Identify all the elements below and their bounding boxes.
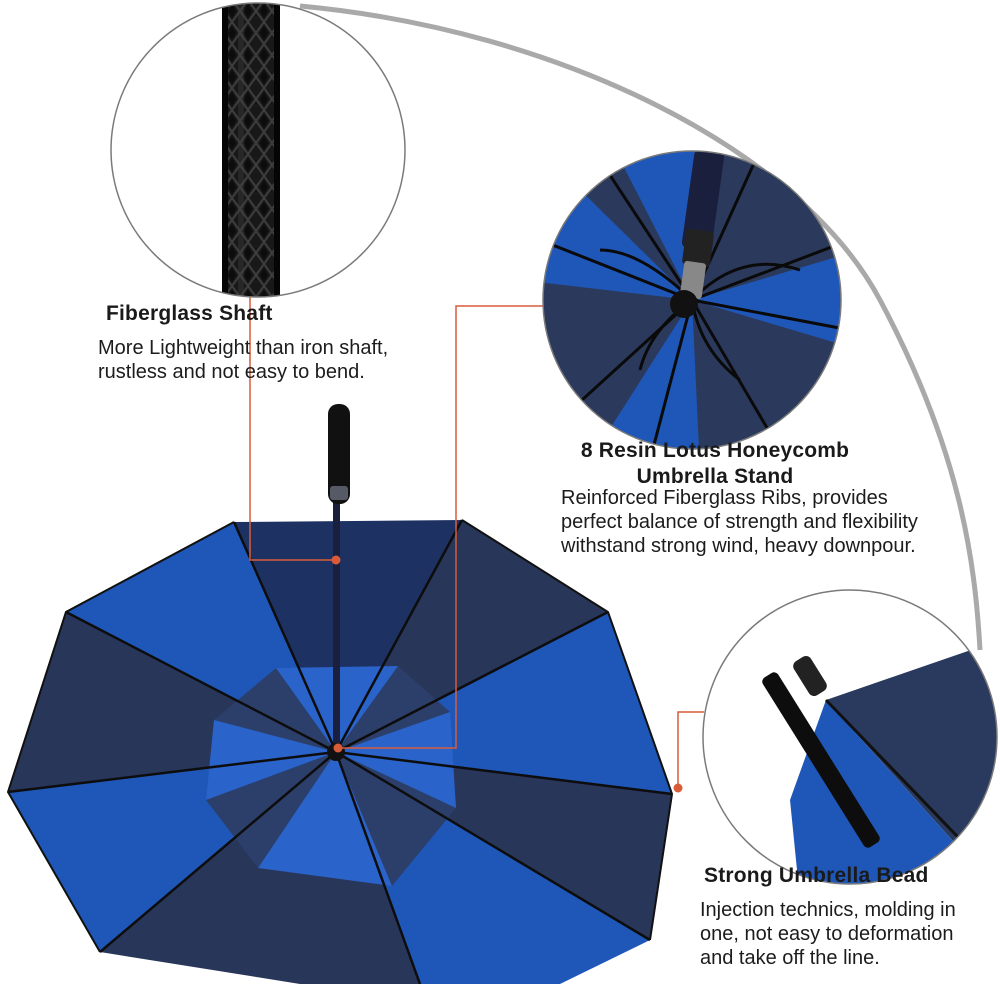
umbrella-bead-closeup-icon [702,589,998,885]
feature-title-fiberglass-shaft: Fiberglass Shaft [106,302,273,325]
title-line: 8 Resin Lotus Honeycomb [580,439,850,462]
desc-line: perfect balance of strength and flexibil… [561,511,918,533]
desc-line: withstand strong wind, heavy downpour. [561,535,916,557]
desc-line: one, not easy to deformation [700,923,954,945]
umbrella-handle [328,404,350,504]
feature-desc-fiberglass-shaft: More Lightweight than iron shaft, rustle… [98,336,458,384]
fiberglass-shaft-closeup-icon [110,2,406,298]
umbrella-stand-closeup-icon [542,150,842,450]
desc-line: More Lightweight than iron shaft, [98,337,389,359]
desc-line: Reinforced Fiberglass Ribs, provides [561,487,888,509]
feature-desc-umbrella-stand: Reinforced Fiberglass Ribs, provides per… [561,486,991,558]
desc-line: and take off the line. [700,947,880,969]
umbrella-main [6,404,674,984]
desc-line: rustless and not easy to bend. [98,361,365,383]
connector-arc [299,3,983,651]
callout-lines [249,297,704,788]
title-line: Umbrella Stand [636,465,794,488]
feature-title-umbrella-stand: 8 Resin Lotus Honeycomb Umbrella Stand [560,438,870,490]
desc-line: Injection technics, molding in [700,899,956,921]
umbrella-shaft [333,500,340,756]
feature-title-umbrella-bead: Strong Umbrella Bead [704,864,929,887]
feature-desc-umbrella-bead: Injection technics, molding in one, not … [700,898,990,970]
